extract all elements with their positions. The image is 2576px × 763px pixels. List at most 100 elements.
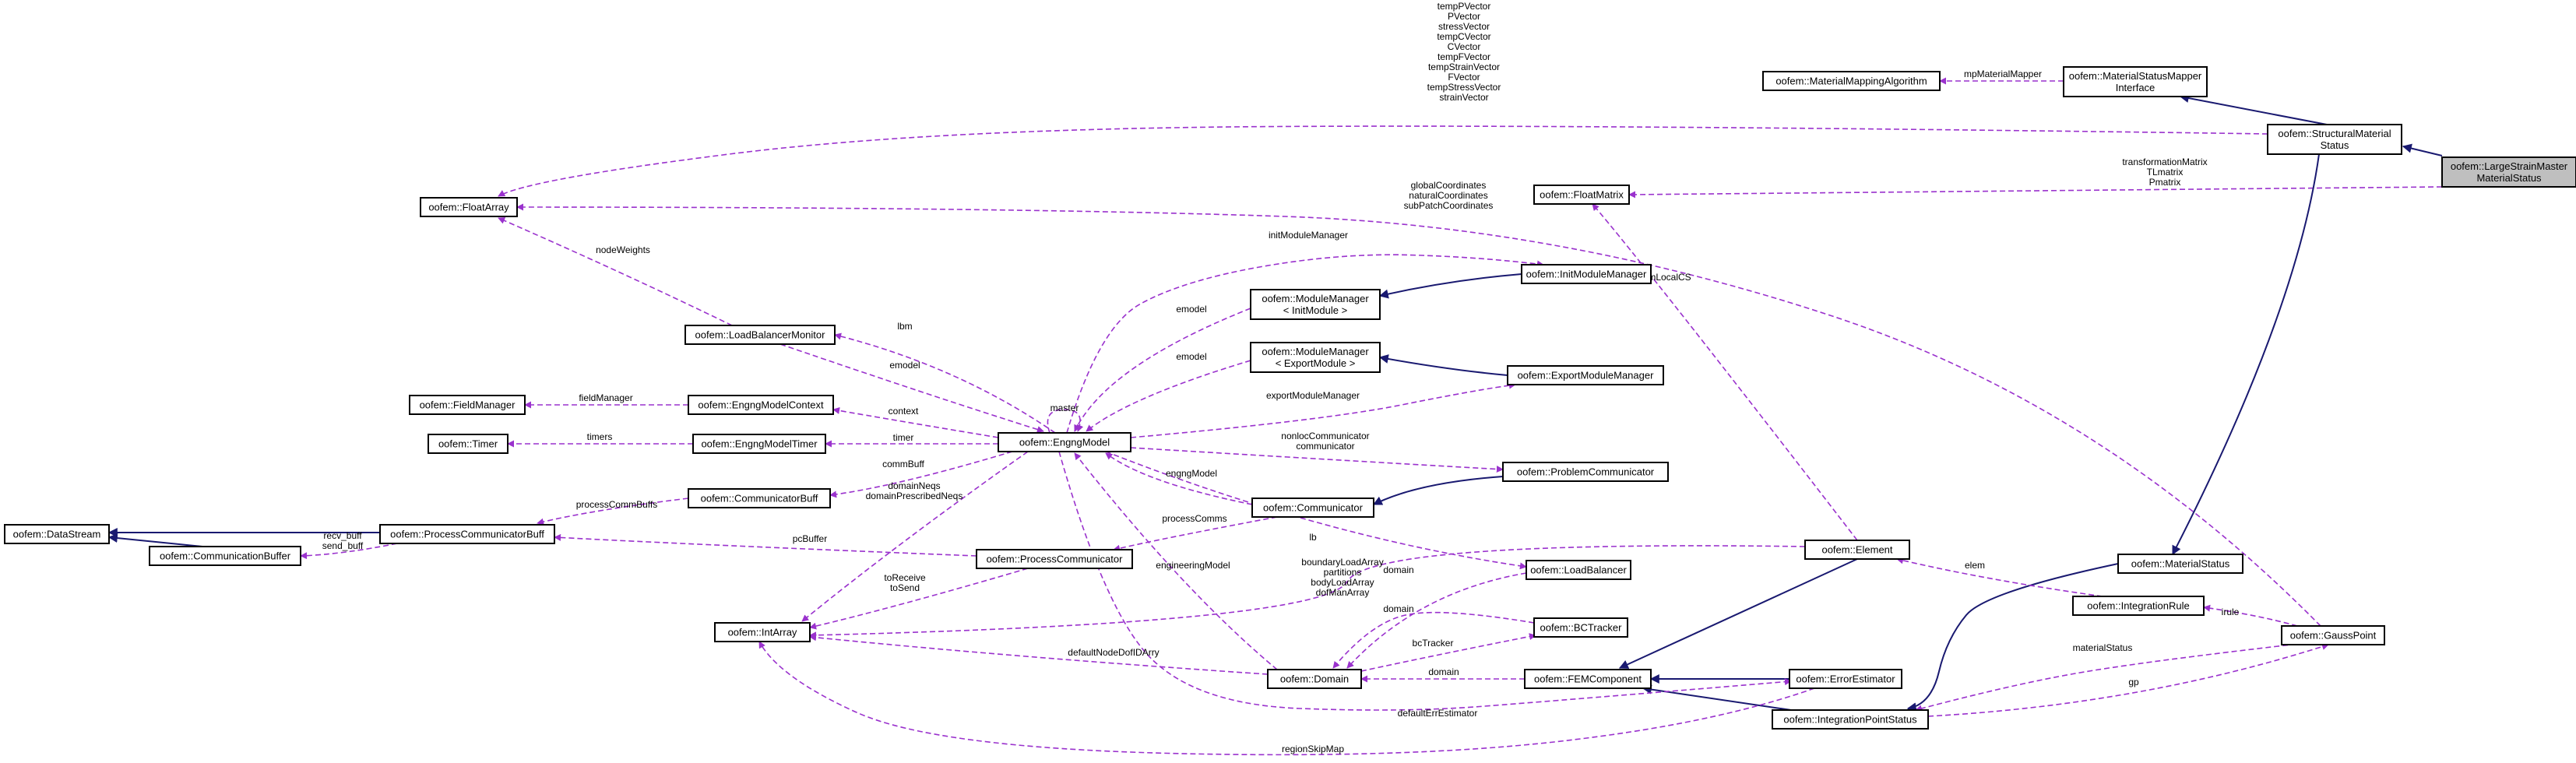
edge-label: timers [587, 431, 613, 442]
class-node-box [688, 488, 831, 508]
class-node-mma[interactable]: oofem::MaterialMappingAlgorithm [1762, 71, 1941, 91]
class-node-cb[interactable]: oofem::CommunicationBuffer [149, 546, 301, 566]
class-node-gp[interactable]: oofem::GaussPoint [2281, 625, 2385, 645]
edge-label: PVector [1448, 11, 1480, 22]
class-node-box [692, 434, 826, 454]
class-node-box [2072, 596, 2205, 616]
usage-edge-mme-em [1086, 360, 1251, 432]
class-node-name: oofem::Element [1821, 544, 1892, 556]
usage-edge-cbuf-pcb [537, 498, 689, 526]
class-node-mme[interactable]: oofem::ModuleManager< ExportModule > [1250, 342, 1381, 373]
class-node-name: oofem::CommunicationBuffer [160, 550, 291, 562]
class-node-box [4, 524, 110, 544]
class-node-name: oofem::StructuralMaterial [2278, 128, 2391, 139]
class-node-pc[interactable]: oofem::ProcessCommunicator [976, 549, 1133, 569]
edge-label: exportModuleManager [1266, 390, 1360, 401]
edge-label: toSend [890, 582, 920, 593]
class-node-ds[interactable]: oofem::DataStream [4, 524, 110, 544]
class-node-em[interactable]: oofem::EngngModel [998, 432, 1131, 452]
edge-label: emodel [889, 360, 920, 371]
class-node-name: Status [2321, 139, 2349, 151]
class-node-name: oofem::ProcessCommunicatorBuff [390, 529, 544, 540]
class-node-femc[interactable]: oofem::FEMComponent [1524, 669, 1652, 689]
edge-label: lbm [897, 321, 912, 332]
class-node-cbuf[interactable]: oofem::CommunicatorBuff [688, 488, 831, 508]
class-node-fm[interactable]: oofem::FloatMatrix [1533, 185, 1630, 205]
class-node-emt[interactable]: oofem::EngngModelTimer [692, 434, 826, 454]
class-node-emm[interactable]: oofem::ExportModuleManager [1507, 365, 1664, 385]
class-node-box [428, 434, 509, 454]
class-node-box [714, 622, 811, 642]
inheritance-edge-ms-ips [1906, 563, 2119, 712]
class-node-box [1267, 669, 1362, 689]
edge-label: materialStatus [2073, 642, 2133, 653]
edge-label: commBuff [882, 459, 924, 469]
class-node-ia[interactable]: oofem::IntArray [714, 622, 811, 642]
class-node-emc[interactable]: oofem::EngngModelContext [688, 395, 834, 415]
usage-edge-pc-pcb [554, 533, 977, 557]
class-node-mmi[interactable]: oofem::ModuleManager< InitModule > [1250, 289, 1381, 320]
class-node-box [149, 546, 301, 566]
edge-label: subPatchCoordinates [1404, 200, 1494, 211]
edge-label: Pmatrix [2149, 177, 2181, 188]
usage-edge-ips-gp [1927, 643, 2329, 717]
class-node-name: oofem::EngngModelTimer [701, 438, 818, 450]
edge-label: TLmatrix [2147, 167, 2184, 178]
class-node-ips[interactable]: oofem::IntegrationPointStatus [1772, 709, 1929, 730]
class-node-ee[interactable]: oofem::ErrorEstimator [1789, 669, 1902, 689]
edge-label: engngModel [1166, 468, 1217, 479]
class-node-name: oofem::CommunicatorBuff [701, 493, 818, 505]
class-node-name: oofem::FEMComponent [1534, 673, 1642, 685]
class-node-pcomm[interactable]: oofem::ProblemCommunicator [1502, 462, 1669, 482]
edge-label: domainNeqs [888, 480, 940, 491]
class-node-fmgr[interactable]: oofem::FieldManager [409, 395, 526, 415]
class-node-name: < InitModule > [1283, 304, 1347, 316]
edge-label: emodel [1176, 351, 1206, 362]
class-node-ir[interactable]: oofem::IntegrationRule [2072, 596, 2205, 616]
edge-label: strainVector [1439, 92, 1488, 103]
class-node-box [1250, 342, 1381, 373]
class-node-name: oofem::DataStream [13, 529, 101, 540]
class-node-name: oofem::FieldManager [420, 399, 516, 411]
class-node-name: oofem::IntegrationPointStatus [1783, 714, 1917, 726]
class-node-pcb[interactable]: oofem::ProcessCommunicatorBuff [379, 524, 555, 544]
class-node-el[interactable]: oofem::Element [1804, 540, 1910, 560]
class-node-fa[interactable]: oofem::FloatArray [420, 197, 518, 217]
class-node-box [684, 325, 836, 345]
inheritance-edge-imm-mmi [1378, 273, 1522, 299]
usage-edge-em-lbm [834, 332, 1056, 434]
class-node-lb[interactable]: oofem::LoadBalancer [1526, 560, 1631, 580]
edge-label: context [889, 406, 919, 417]
class-node-timer[interactable]: oofem::Timer [428, 434, 509, 454]
class-node-ms[interactable]: oofem::MaterialStatus [2117, 554, 2243, 574]
class-node-box [2281, 625, 2385, 645]
edge-label: send_buff [322, 540, 364, 551]
usage-edge-gp-ir [2203, 604, 2298, 627]
edge-label: irule [2222, 607, 2240, 617]
class-node-name: oofem::ProblemCommunicator [1517, 466, 1655, 478]
usage-edge-lbm-fa [498, 217, 733, 326]
usage-edge-ir-el [1896, 557, 2103, 597]
edge-label: domainPrescribedNeqs [866, 490, 963, 501]
edge-label: partitions [1324, 567, 1362, 578]
usage-edge-em-cbuf [829, 451, 1013, 498]
edge-label: nonlocCommunicator [1281, 431, 1369, 441]
class-node-bct[interactable]: oofem::BCTracker [1533, 617, 1628, 638]
usage-edge-dom-ia [809, 634, 1269, 675]
edge-label: tempFVector [1438, 51, 1490, 62]
usage-edge-dom-em [1074, 452, 1278, 670]
edge-label: boundaryLoadArray [1301, 557, 1383, 568]
class-node-lbm[interactable]: oofem::LoadBalancerMonitor [684, 325, 836, 345]
class-node-comm[interactable]: oofem::Communicator [1251, 498, 1374, 518]
class-node-imm[interactable]: oofem::InitModuleManager [1521, 264, 1652, 284]
usage-edge-em-ee [1058, 451, 1792, 711]
class-node-dom[interactable]: oofem::Domain [1267, 669, 1362, 689]
class-node-name: oofem::FloatMatrix [1540, 189, 1624, 201]
class-node-name: oofem::MaterialMappingAlgorithm [1775, 76, 1927, 87]
edge-label: tempPVector [1438, 1, 1491, 12]
edge-label: regionSkipMap [1282, 744, 1344, 754]
